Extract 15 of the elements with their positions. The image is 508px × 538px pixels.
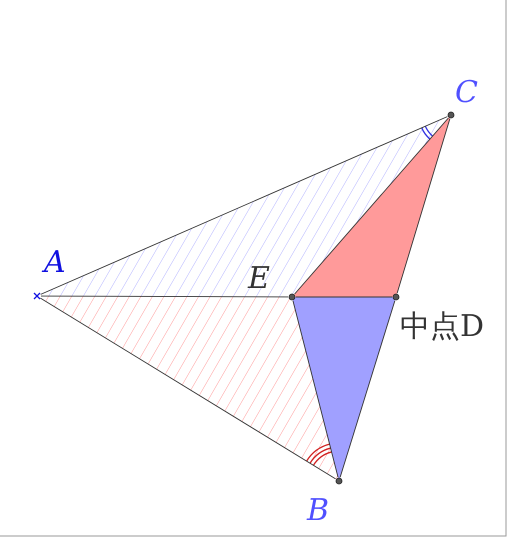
point-dot — [447, 111, 455, 119]
point-dot — [335, 477, 343, 485]
line-segment — [296, 296, 392, 298]
line-segment — [292, 300, 338, 478]
line-segment — [396, 118, 450, 294]
point-dot — [288, 293, 296, 301]
point-label: B — [307, 496, 330, 526]
line-segment — [340, 300, 396, 478]
cross-mark — [33, 292, 41, 300]
point-dot — [392, 293, 400, 301]
point-label: E — [248, 264, 270, 294]
point-label: 中点D — [400, 312, 484, 342]
point-label: C — [455, 78, 478, 108]
line-segment — [40, 296, 288, 298]
point-label: A — [44, 248, 66, 278]
